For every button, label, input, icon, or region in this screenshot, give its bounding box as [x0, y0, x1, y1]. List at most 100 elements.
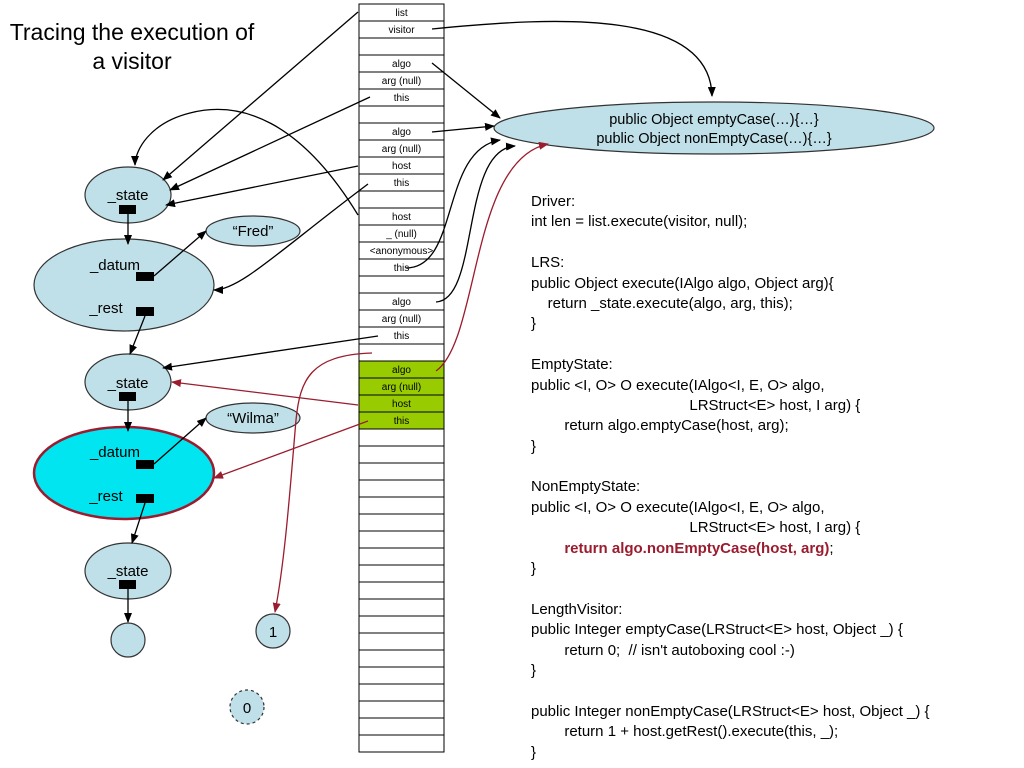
- code-text: public <I, O> O execute(IAlgo<I, E, O> a…: [531, 376, 825, 394]
- code-text: public Integer emptyCase(LRStruct<E> hos…: [531, 621, 903, 639]
- code-text: return _state.execute(algo, arg, this);: [531, 294, 793, 312]
- code-text: [531, 682, 535, 699]
- stack-cell-label: arg (null): [382, 314, 421, 325]
- code-text: }: [531, 315, 537, 333]
- stack-empty-cell: [358, 683, 445, 702]
- wilma-text: “Wilma”: [227, 410, 279, 427]
- code-text: LRStruct<E> host, I arg) {: [531, 519, 861, 537]
- code-line: int len = list.execute(visitor, null);: [531, 212, 1011, 232]
- code-listing: Driver:int len = list.execute(visitor, n…: [531, 192, 1011, 763]
- state-pointer-2: [119, 392, 136, 401]
- visitor-nonempty-case: public Object nonEmptyCase(…){…}: [596, 131, 831, 147]
- stack-empty-cell: [358, 632, 445, 651]
- this2-arrow: [213, 183, 369, 294]
- stack-empty-cell: [358, 547, 445, 566]
- code-line: [531, 335, 1011, 355]
- code-text: public <I, O> O execute(IAlgo<I, E, O> a…: [531, 498, 825, 516]
- rest-pointer-1: [136, 307, 154, 316]
- code-text: LengthVisitor:: [531, 600, 623, 618]
- empty-node: [110, 622, 146, 658]
- result-zero: [229, 689, 265, 725]
- state-label-2: _state: [107, 375, 149, 392]
- code-text: }: [531, 743, 537, 761]
- stack-empty-cell: [358, 734, 445, 753]
- code-line: public <I, O> O execute(IAlgo<I, E, O> a…: [531, 376, 1011, 396]
- list-node-1: [33, 238, 215, 332]
- stack-empty-cell: [358, 530, 445, 549]
- active-algo-arrow: [435, 141, 549, 372]
- code-text-after: ;: [829, 539, 834, 557]
- stack-cell-label: algo: [392, 297, 411, 308]
- active-host-arrow: [171, 379, 359, 406]
- fred-text: “Fred”: [233, 223, 274, 240]
- stack-cell-label: host: [392, 399, 411, 410]
- code-line: LRS:: [531, 253, 1011, 273]
- state-pointer-3: [119, 580, 136, 589]
- code-text: [531, 540, 564, 557]
- active-this-arrow: [213, 420, 369, 479]
- code-line: [531, 457, 1011, 477]
- datum2-to-wilma-arrow: [153, 417, 207, 465]
- code-text: LRStruct<E> host, I arg) {: [531, 396, 861, 414]
- algo1-arrow: [431, 62, 501, 119]
- code-line: EmptyState:: [531, 355, 1011, 375]
- visitor-object: public Object emptyCase(…){…} public Obj…: [493, 101, 935, 155]
- rest-label-2: _rest: [88, 488, 123, 505]
- code-line: LRStruct<E> host, I arg) {: [531, 396, 1011, 416]
- code-line: }: [531, 437, 1011, 457]
- stack-cell-label: algo: [392, 59, 411, 70]
- stack-cell-label: _ (null): [385, 229, 417, 240]
- rest-pointer-2: [136, 494, 154, 503]
- stack-empty-cell: [358, 666, 445, 685]
- stack-empty-cell: [358, 564, 445, 583]
- code-line: LengthVisitor:: [531, 600, 1011, 620]
- this3-arrow: [162, 335, 379, 371]
- stack-gap-cell: [358, 190, 445, 209]
- state-label-3: _state: [107, 563, 149, 580]
- stack-cell-label: arg (null): [382, 76, 421, 87]
- stack-empty-cell: [358, 615, 445, 634]
- code-text: return 0; // isn't autoboxing cool :-): [531, 641, 795, 659]
- stack-cell-label: algo: [392, 127, 411, 138]
- code-text: public Integer nonEmptyCase(LRStruct<E> …: [531, 702, 930, 720]
- result-zero-text: 0: [243, 700, 251, 717]
- stack-empty-cell: [358, 581, 445, 600]
- code-text: int len = list.execute(visitor, null);: [531, 213, 748, 231]
- stack-empty-cell: [358, 513, 445, 532]
- stack-cell-label: this: [394, 331, 410, 342]
- code-text: [531, 580, 535, 597]
- rest-label-1: _rest: [88, 300, 123, 317]
- this1-arrow: [169, 96, 371, 191]
- stack-empty-cell: [358, 598, 445, 617]
- code-line: public Integer emptyCase(LRStruct<E> hos…: [531, 620, 1011, 640]
- code-line: [531, 681, 1011, 701]
- code-text: return algo.emptyCase(host, arg);: [531, 417, 789, 435]
- code-text: public Object execute(IAlgo algo, Object…: [531, 274, 834, 292]
- stack-cell-label: visitor: [388, 25, 415, 36]
- code-line: }: [531, 743, 1011, 763]
- stack-cell-label: this: [394, 93, 410, 104]
- state-pointer-1: [119, 205, 136, 214]
- algo2-arrow: [431, 122, 495, 133]
- code-line: LRStruct<E> host, I arg) {: [531, 518, 1011, 538]
- datum-pointer-2: [136, 460, 154, 469]
- code-line: return 0; // isn't autoboxing cool :-): [531, 641, 1011, 661]
- code-text: EmptyState:: [531, 356, 613, 374]
- list-structure: _state _datum _rest “Fred” _state _datum…: [32, 166, 301, 725]
- node2-to-state3-arrow: [130, 502, 146, 544]
- code-line: [531, 579, 1011, 599]
- code-text: [531, 458, 535, 475]
- code-text: }: [531, 437, 537, 455]
- result-one: [255, 613, 291, 649]
- active-call-arrows: [171, 141, 549, 613]
- code-text: return 1 + host.getRest().execute(this, …: [531, 723, 839, 741]
- stack-gap-cell: [358, 105, 445, 124]
- stack-empty-cell: [358, 649, 445, 668]
- stack-cell-label: host: [392, 161, 411, 172]
- node1-to-state2-arrow: [129, 315, 146, 355]
- stack-gap-cell: [358, 275, 445, 294]
- visitor-empty-case: public Object emptyCase(…){…}: [609, 112, 819, 128]
- reference-arrows: [124, 11, 716, 623]
- stack-cell-label: arg (null): [382, 144, 421, 155]
- stack-empty-cell: [358, 462, 445, 481]
